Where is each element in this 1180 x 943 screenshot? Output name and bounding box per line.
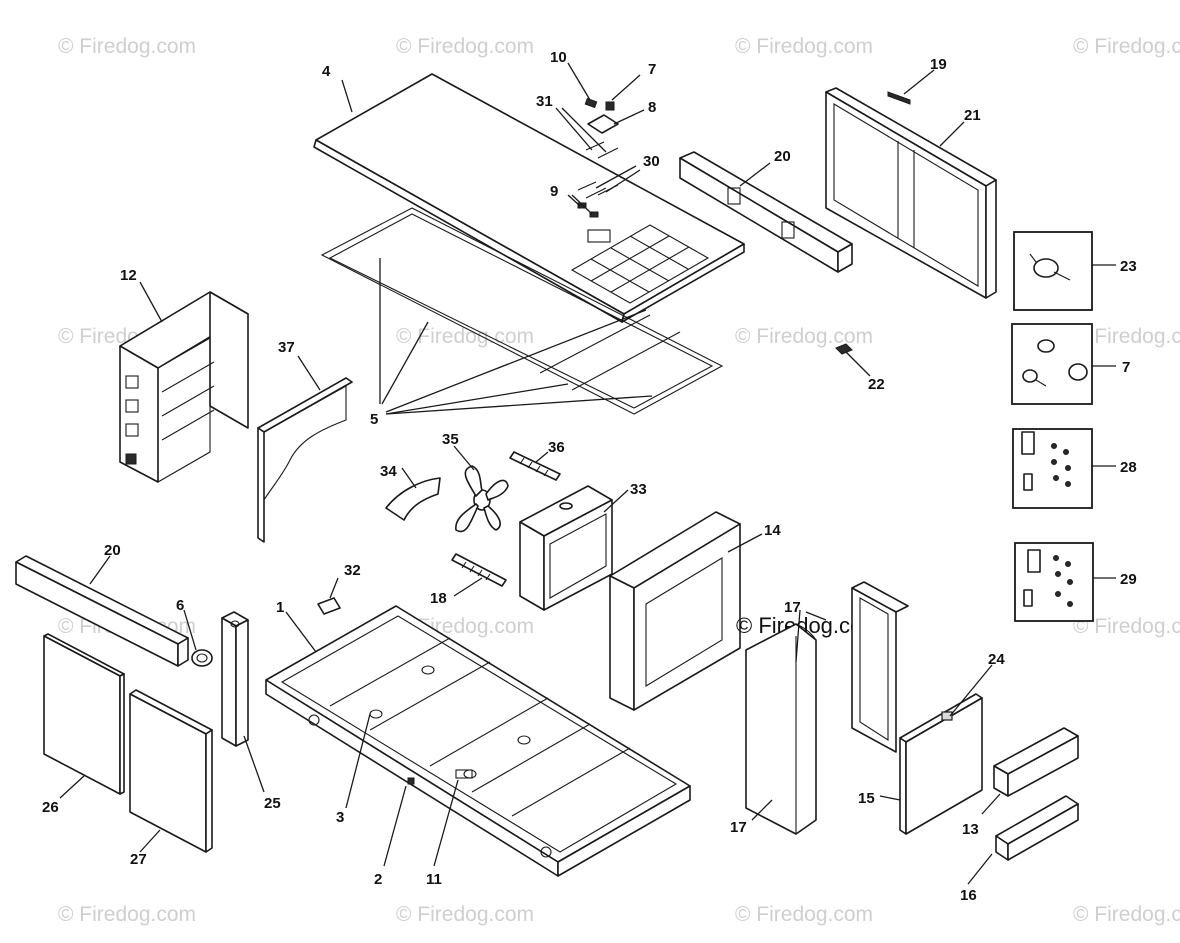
watermark: © Firedog.com [735, 35, 873, 58]
callout-7-inset: 7 [1122, 359, 1130, 376]
callout-20-left: 20 [104, 542, 121, 559]
part-radiator [519, 485, 613, 611]
part-door-right [129, 689, 213, 853]
callout-37: 37 [278, 339, 295, 356]
callout-31: 31 [536, 93, 553, 110]
part-door-frame [825, 87, 997, 299]
part-clip [835, 343, 853, 355]
part-corner-post [745, 623, 817, 835]
callout-8: 8 [648, 99, 656, 116]
callout-7: 7 [648, 61, 656, 78]
part-gasket-frames [320, 207, 724, 415]
part-side-panel [609, 511, 741, 711]
callout-10: 10 [550, 49, 567, 66]
callout-labels: 4 10 7 8 31 30 9 20 19 21 23 7 28 29 22 … [42, 49, 1137, 904]
part-lower-hose [451, 553, 507, 587]
part-roof-hardware [577, 97, 619, 218]
callout-24: 24 [988, 651, 1005, 668]
watermark: © Firedog.com [1073, 615, 1180, 638]
part-fan [455, 465, 509, 533]
part-bottom-rail [995, 795, 1079, 861]
callout-13: 13 [962, 821, 979, 838]
part-kick-plate [993, 727, 1079, 797]
callout-12: 12 [120, 267, 137, 284]
callout-18: 18 [430, 590, 447, 607]
callout-2: 2 [374, 871, 382, 888]
part-front-rail [15, 555, 189, 667]
callout-33: 33 [630, 481, 647, 498]
part-column [221, 611, 249, 747]
part-upper-hose [509, 451, 561, 481]
callout-25: 25 [264, 795, 281, 812]
callout-30: 30 [643, 153, 660, 170]
watermark: © Firedog.com [396, 35, 534, 58]
callout-34: 34 [380, 463, 397, 480]
watermark: © Firedog.com [58, 35, 196, 58]
callout-20-top: 20 [774, 148, 791, 165]
inset-hinge-kit-b [1014, 542, 1094, 622]
part-control-box [119, 291, 249, 483]
roof-louver-grid [570, 224, 710, 304]
callout-23: 23 [1120, 258, 1137, 275]
callout-4: 4 [322, 63, 331, 80]
watermark: © Firedog.com [1073, 35, 1180, 58]
inset-hinge-kit-a [1012, 428, 1093, 509]
watermark: © Firedog.com [1073, 903, 1180, 926]
callout-32: 32 [344, 562, 361, 579]
watermark: © Firedog.com [1073, 325, 1180, 348]
part-baffle [257, 377, 353, 543]
part-fan-shroud [385, 477, 441, 521]
watermark: © Firedog.com [735, 325, 873, 348]
part-bracket [317, 597, 341, 615]
callout-17-top: 17 [784, 599, 801, 616]
part-door-left [43, 633, 125, 795]
callout-9: 9 [550, 183, 558, 200]
callout-22: 22 [868, 376, 885, 393]
part-door-frame-side [851, 581, 909, 753]
callout-1: 1 [276, 599, 284, 616]
callout-17-bottom: 17 [730, 819, 747, 836]
watermark: © Firedog.com [735, 903, 873, 926]
callout-19: 19 [930, 56, 947, 73]
callout-14: 14 [764, 522, 781, 539]
callout-3: 3 [336, 809, 344, 826]
callout-28: 28 [1120, 459, 1137, 476]
leader-lines [59, 62, 1116, 885]
callout-21: 21 [964, 107, 981, 124]
callout-26: 26 [42, 799, 59, 816]
callout-11: 11 [426, 871, 442, 888]
callout-15: 15 [858, 790, 875, 807]
part-rear-rail [679, 151, 853, 273]
part-base-frame [265, 605, 691, 877]
watermark: © Firedog.com [58, 903, 196, 926]
part-side-door [899, 693, 983, 835]
inset-lock-assembly [1013, 231, 1093, 311]
callout-5: 5 [370, 411, 378, 428]
callout-29: 29 [1120, 571, 1137, 588]
callout-6: 6 [176, 597, 184, 614]
callout-36: 36 [548, 439, 565, 456]
part-grommet [191, 649, 213, 667]
callout-16: 16 [960, 887, 977, 904]
callout-35: 35 [442, 431, 459, 448]
watermark: © Firedog.com [396, 903, 534, 926]
inset-lock-kit [1011, 323, 1093, 405]
callout-27: 27 [130, 851, 147, 868]
part-roof-panel [313, 73, 745, 323]
